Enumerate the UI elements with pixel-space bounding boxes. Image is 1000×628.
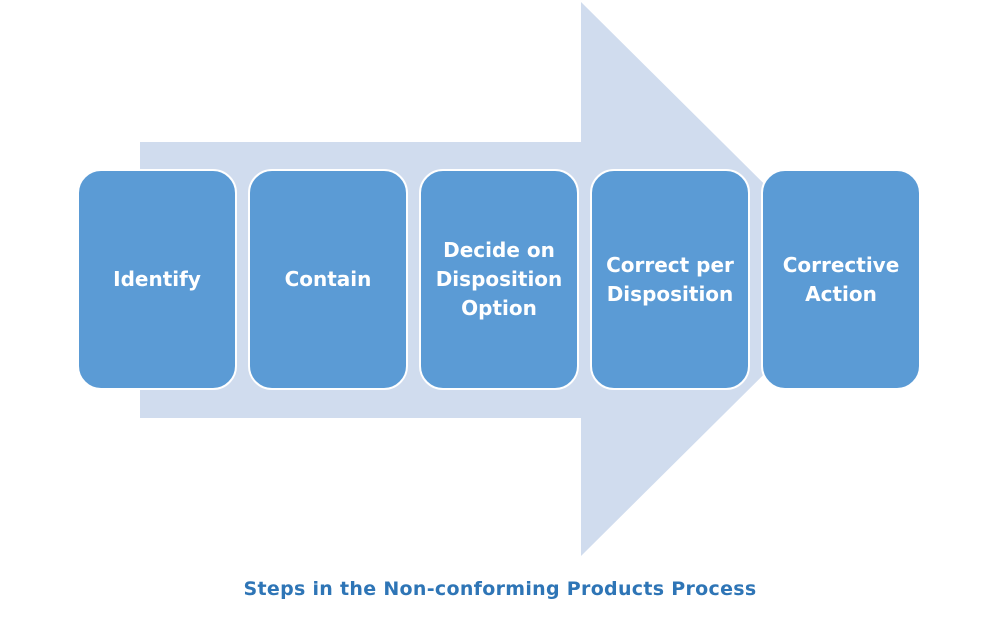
step-correct-per-disposition: Correct per Disposition <box>590 169 750 390</box>
step-label: Corrective Action <box>782 252 900 306</box>
step-label: Decide on Disposition Option <box>435 238 563 320</box>
step-contain: Contain <box>248 169 408 390</box>
step-identify: Identify <box>77 169 237 390</box>
step-label: Identify <box>113 267 201 291</box>
step-decide-on-disposition-option: Decide on Disposition Option <box>419 169 579 390</box>
step-label: Contain <box>284 267 372 291</box>
diagram-caption: Steps in the Non-conforming Products Pro… <box>243 578 757 600</box>
step-label: Correct per Disposition <box>606 252 734 306</box>
step-corrective-action: Corrective Action <box>761 169 921 390</box>
